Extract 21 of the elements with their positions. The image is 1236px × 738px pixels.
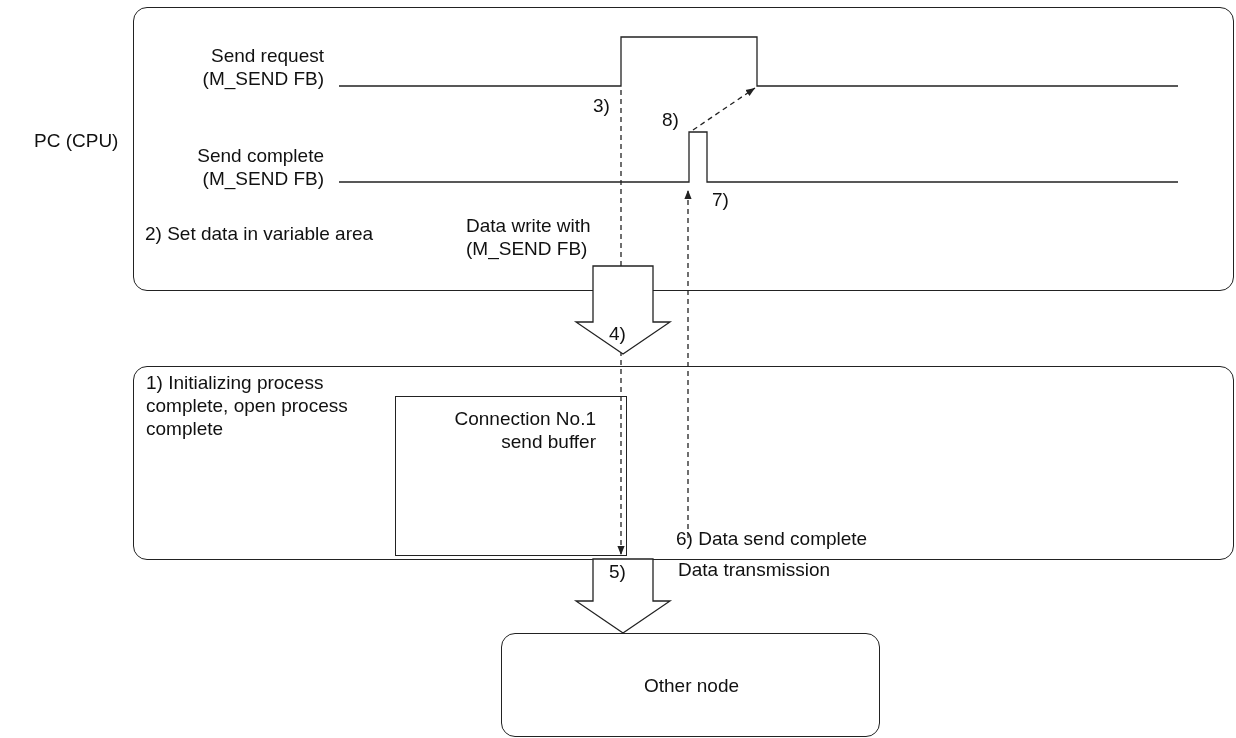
edge-label: 4) <box>609 322 626 345</box>
box-label: Connection No.1 send buffer <box>453 407 596 453</box>
edge-label: 3) <box>593 94 610 117</box>
step-note: Data write with (M_SEND FB) <box>466 214 592 260</box>
signal-label: Send complete (M_SEND FB) <box>196 144 324 190</box>
step-number: 8) <box>662 108 680 131</box>
signal-label: Send request (M_SEND FB) <box>201 44 324 90</box>
hollow-arrow <box>573 265 673 355</box>
hollow-arrow <box>573 558 673 634</box>
process-box <box>133 366 1234 560</box>
step-note: Data transmission <box>678 558 832 581</box>
edge-label: 5) <box>609 560 626 583</box>
note-text: 1) Initializing process complete, open process complete <box>146 371 349 440</box>
process-box <box>501 633 880 737</box>
box-label: Other node <box>642 674 741 697</box>
heading: PC (CPU) <box>34 129 120 152</box>
step-number: 7) <box>712 188 730 211</box>
note-text: 6) Data send complete <box>676 527 869 550</box>
dashed-arrow <box>684 189 692 539</box>
process-box <box>395 396 627 556</box>
step-note: 2) Set data in variable area <box>145 222 375 245</box>
